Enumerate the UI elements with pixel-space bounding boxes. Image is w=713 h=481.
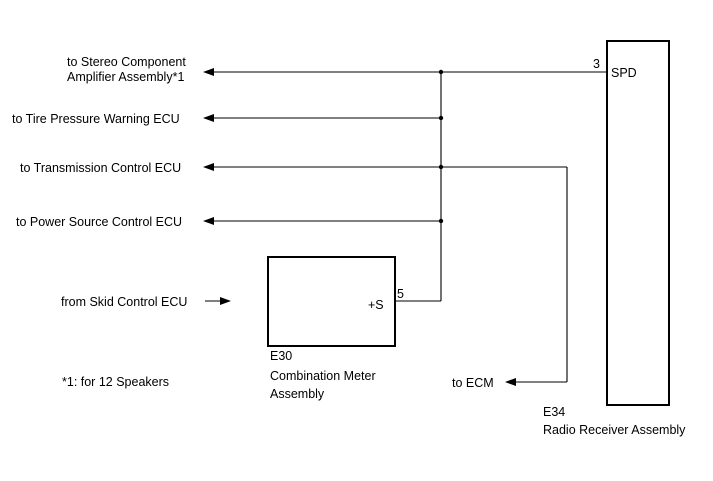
meter-name-line2: Assembly <box>270 387 325 401</box>
meter-name-line1: Combination Meter <box>270 369 376 383</box>
meter-pin-name: +S <box>368 298 384 312</box>
junction-dot-tire <box>438 115 444 121</box>
tire-pressure-arrowhead <box>203 114 214 122</box>
radio-connector-code: E34 <box>543 405 565 419</box>
skid-control-label: from Skid Control ECU <box>61 295 187 309</box>
radio-receiver-box <box>606 40 670 406</box>
radio-pin-name: SPD <box>611 66 637 80</box>
junction-dot-stereo <box>438 69 444 75</box>
power-source-label: to Power Source Control ECU <box>16 215 182 229</box>
footnote: *1: for 12 Speakers <box>62 375 169 389</box>
stereo-label-line2: Amplifier Assembly*1 <box>67 70 184 84</box>
skid-control-arrowhead <box>220 297 231 305</box>
meter-connector-code: E30 <box>270 349 292 363</box>
radio-pin-number: 3 <box>593 57 600 71</box>
stereo-label-line1: to Stereo Component <box>67 55 186 69</box>
transmission-label: to Transmission Control ECU <box>20 161 181 175</box>
combination-meter-box <box>267 256 396 347</box>
radio-name: Radio Receiver Assembly <box>543 423 686 437</box>
transmission-arrowhead <box>203 163 214 171</box>
tire-pressure-label: to Tire Pressure Warning ECU <box>12 112 180 126</box>
ecm-label: to ECM <box>452 376 494 390</box>
power-source-arrowhead <box>203 217 214 225</box>
stereo-arrowhead <box>203 68 214 76</box>
ecm-arrowhead <box>505 378 516 386</box>
junction-dot-transmission <box>438 164 444 170</box>
junction-dot-power <box>438 218 444 224</box>
meter-pin-number: 5 <box>397 287 404 301</box>
